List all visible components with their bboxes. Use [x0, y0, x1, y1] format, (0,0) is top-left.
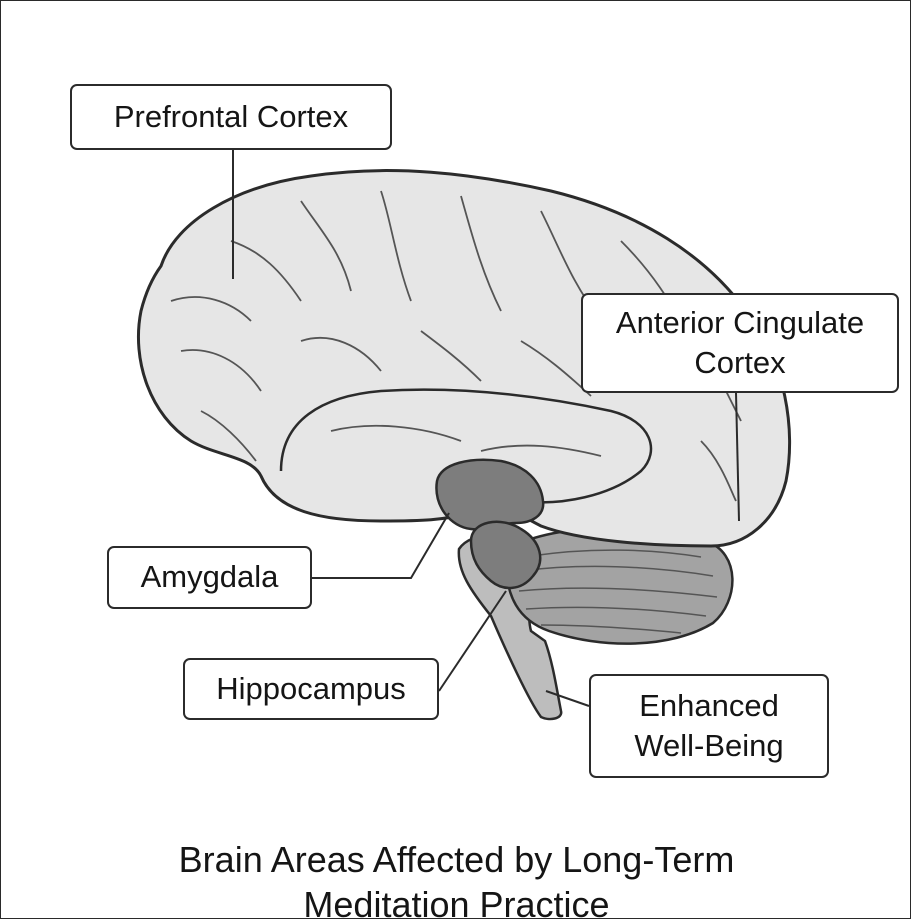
- hippocampus-leader: [439, 591, 506, 691]
- label-text: Prefrontal Cortex: [114, 97, 348, 137]
- label-text: Well-Being: [634, 726, 783, 766]
- label-text: Anterior Cingulate: [616, 303, 864, 343]
- label-amygdala: Amygdala: [107, 546, 312, 609]
- label-text: Hippocampus: [216, 669, 406, 709]
- label-prefrontal-cortex: Prefrontal Cortex: [70, 84, 392, 150]
- label-anterior-cingulate-cortex: Anterior Cingulate Cortex: [581, 293, 899, 393]
- label-text: Amygdala: [141, 557, 279, 597]
- label-text: Cortex: [694, 343, 785, 383]
- diagram-title: Brain Areas Affected by Long-Term Medita…: [1, 837, 911, 919]
- label-text: Enhanced: [639, 686, 779, 726]
- title-line: Brain Areas Affected by Long-Term: [1, 837, 911, 882]
- label-hippocampus: Hippocampus: [183, 658, 439, 720]
- title-line: Meditation Practice: [1, 882, 911, 919]
- label-enhanced-well-being: Enhanced Well-Being: [589, 674, 829, 778]
- amygdala-leader: [312, 513, 449, 578]
